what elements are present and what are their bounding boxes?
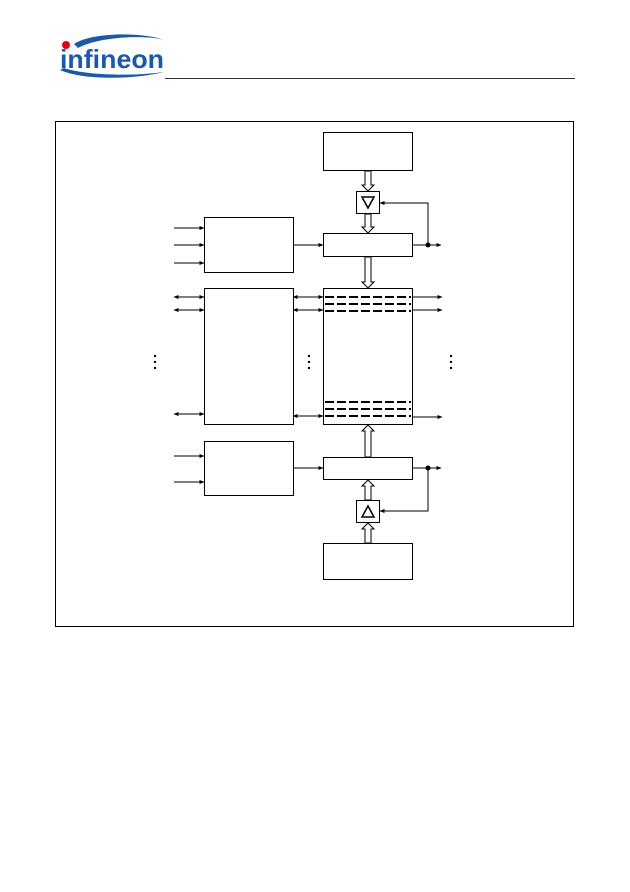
bus-arrow-register-to-array — [360, 256, 376, 289]
logo-lower-swoosh — [60, 68, 164, 78]
left-lower-control-block — [204, 441, 294, 496]
infineon-logo: infineon — [60, 34, 164, 78]
left-upper-control-block — [204, 217, 294, 273]
right-continuation-dots — [449, 354, 453, 370]
logo-swoosh — [74, 34, 164, 48]
middle-continuation-dots — [307, 354, 311, 370]
bus-arrow-gate-to-register — [360, 213, 376, 234]
bottom-register-block — [323, 457, 413, 480]
left-continuation-dots — [153, 354, 157, 370]
up-triangle-gate — [356, 500, 380, 523]
header-rule — [165, 78, 575, 79]
bus-arrow-register-to-array-up — [360, 424, 376, 458]
logo-dot — [62, 41, 70, 49]
logo-wordmark: infineon — [60, 44, 164, 74]
top-feedback-line — [379, 201, 429, 245]
bus-arrow-gate-to-register-up — [360, 479, 376, 501]
top-register-block — [323, 233, 413, 257]
bus-arrow-source-to-gate — [360, 170, 376, 192]
figure-frame — [55, 121, 574, 627]
down-triangle-gate — [356, 191, 380, 214]
bottom-source-block — [323, 543, 413, 580]
bottom-feedback-line — [379, 468, 429, 513]
left-main-block — [204, 288, 294, 425]
central-array-block — [323, 288, 413, 425]
top-source-block — [323, 132, 413, 171]
bus-arrow-source-to-gate-up — [360, 522, 376, 544]
